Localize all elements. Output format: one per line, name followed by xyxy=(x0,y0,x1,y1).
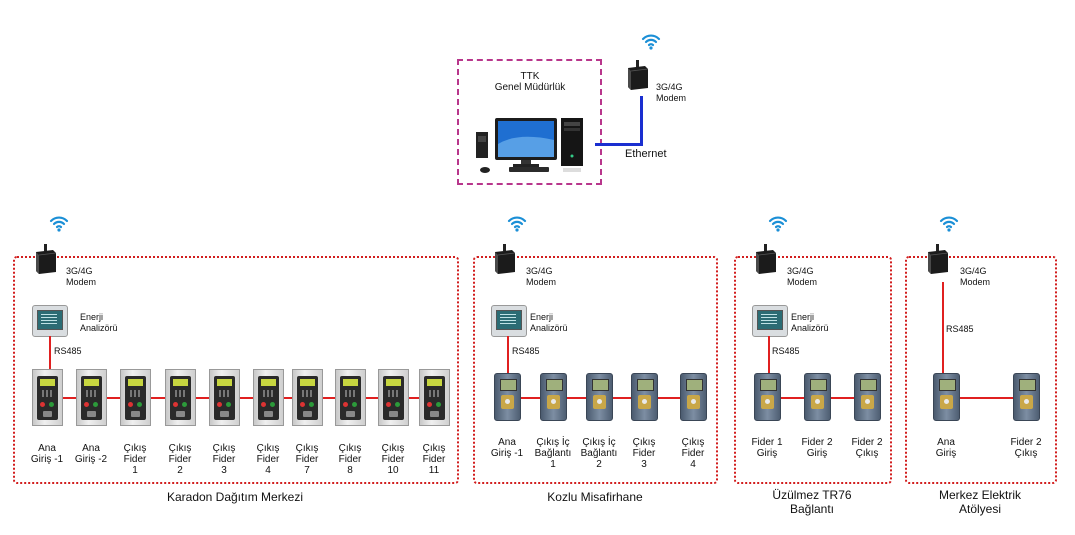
site-karadon-title: Karadon Dağıtım Merkezi xyxy=(166,490,304,504)
protection-relay-icon xyxy=(933,373,960,421)
device-label: Fider 2 Giriş xyxy=(801,437,833,459)
energy-analyzer-icon xyxy=(491,305,527,337)
device-label: Fider 2 Çıkış xyxy=(1010,437,1042,459)
device-label: Çıkış Fider 11 xyxy=(422,443,446,476)
protection-relay-icon xyxy=(494,373,521,421)
protection-relay-icon xyxy=(1013,373,1040,421)
device-label: Fider 2 Çıkış xyxy=(851,437,883,459)
rs485-bus xyxy=(48,397,436,399)
device-label: Çıkış Fider 3 xyxy=(632,437,656,470)
wifi-icon xyxy=(49,213,69,233)
modem-icon xyxy=(927,244,949,274)
modem-icon xyxy=(35,244,57,274)
ethernet-label: Ethernet xyxy=(625,148,667,160)
protection-relay-icon xyxy=(680,373,707,421)
protection-relay-icon xyxy=(540,373,567,421)
site-kozlu-rs485-label: RS485 xyxy=(512,346,540,356)
protection-relay-icon xyxy=(378,369,409,426)
site-uzulmez-modem-label: 3G/4G Modem xyxy=(787,266,818,287)
device-label: Çıkış İç Bağlantı 1 xyxy=(534,437,572,470)
protection-relay-icon xyxy=(586,373,613,421)
device-label: Çıkış Fider 4 xyxy=(681,437,705,470)
device-label: Ana Giriş -2 xyxy=(74,443,108,465)
protection-relay-icon xyxy=(165,369,196,426)
protection-relay-icon xyxy=(335,369,366,426)
site-karadon-rs485-label: RS485 xyxy=(54,346,82,356)
rs485-wire xyxy=(49,336,51,370)
site-uzulmez-box xyxy=(734,256,892,484)
modem-icon xyxy=(627,60,649,90)
site-merkez-modem-label: 3G/4G Modem xyxy=(960,266,991,287)
rs485-wire xyxy=(768,336,770,374)
device-label: Çıkış Fider 3 xyxy=(212,443,236,476)
hq-modem-label: 3G/4G Modem xyxy=(656,82,687,103)
site-kozlu-box xyxy=(473,256,718,484)
site-kozlu-modem-label: 3G/4G Modem xyxy=(526,266,557,287)
device-label: Çıkış Fider 8 xyxy=(338,443,362,476)
wifi-icon xyxy=(507,213,527,233)
energy-analyzer-icon xyxy=(752,305,788,337)
hq-title: TTK Genel Müdürlük xyxy=(494,71,566,93)
modem-icon xyxy=(755,244,777,274)
site-karadon-analyzer-label: Enerji Analizörü xyxy=(80,312,118,333)
site-merkez-box xyxy=(905,256,1057,484)
protection-relay-icon xyxy=(253,369,284,426)
protection-relay-icon xyxy=(209,369,240,426)
modem-icon xyxy=(494,244,516,274)
wifi-icon xyxy=(939,213,959,233)
hq-box xyxy=(457,59,602,185)
protection-relay-icon xyxy=(76,369,107,426)
site-karadon-box xyxy=(13,256,459,484)
protection-relay-icon xyxy=(804,373,831,421)
wifi-icon xyxy=(768,213,788,233)
energy-analyzer-icon xyxy=(32,305,68,337)
site-kozlu-analyzer-label: Enerji Analizörü xyxy=(530,312,568,333)
protection-relay-icon xyxy=(854,373,881,421)
rs485-wire xyxy=(507,336,509,374)
device-label: Çıkış Fider 1 xyxy=(123,443,147,476)
protection-relay-icon xyxy=(754,373,781,421)
rs485-wire xyxy=(942,282,944,374)
site-karadon-modem-label: 3G/4G Modem xyxy=(66,266,97,287)
device-label: Çıkış İç Bağlantı 2 xyxy=(580,437,618,470)
protection-relay-icon xyxy=(419,369,450,426)
rs485-bus xyxy=(942,397,1027,399)
site-merkez-title: Merkez Elektrik Atölyesi xyxy=(938,488,1021,516)
device-label: Ana Giriş -1 xyxy=(490,437,524,459)
protection-relay-icon xyxy=(631,373,658,421)
device-label: Ana Giriş -1 xyxy=(30,443,64,465)
ethernet-link-vertical xyxy=(640,96,643,146)
protection-relay-icon xyxy=(120,369,151,426)
ethernet-link-horizontal xyxy=(595,143,642,146)
device-label: Çıkış Fider 7 xyxy=(295,443,319,476)
desktop-computer-icon xyxy=(476,118,583,173)
site-kozlu-title: Kozlu Misafirhane xyxy=(547,490,643,504)
site-merkez-rs485-label: RS485 xyxy=(946,324,974,334)
wifi-icon xyxy=(641,31,661,51)
site-uzulmez-rs485-label: RS485 xyxy=(772,346,800,356)
device-label: Çıkış Fider 10 xyxy=(381,443,405,476)
site-uzulmez-title: Üzülmez TR76 Bağlantı xyxy=(772,488,852,516)
protection-relay-icon xyxy=(292,369,323,426)
device-label: Fider 1 Giriş xyxy=(751,437,783,459)
device-label: Ana Giriş xyxy=(935,437,957,459)
site-uzulmez-analyzer-label: Enerji Analizörü xyxy=(791,312,829,333)
device-label: Çıkış Fider 4 xyxy=(256,443,280,476)
protection-relay-icon xyxy=(32,369,63,426)
device-label: Çıkış Fider 2 xyxy=(168,443,192,476)
